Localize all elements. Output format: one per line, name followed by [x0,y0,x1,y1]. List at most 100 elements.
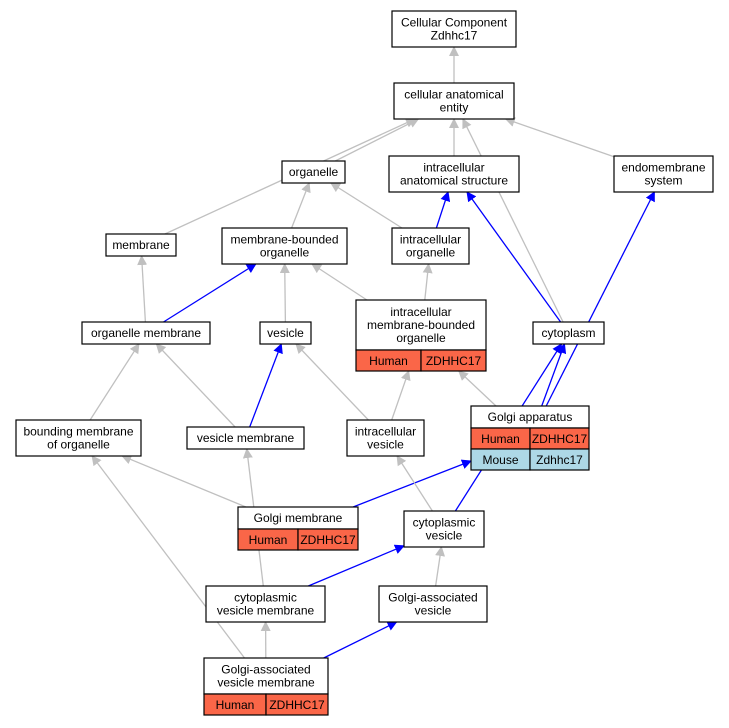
edge-cytoplasm-to-intracellular-anatomical-structure [466,191,562,323]
node-golgi-associated-vesicle-membrane-label-line: Golgi-associated [221,663,310,677]
node-membrane-bounded-organelle-label-line: membrane-bounded [230,233,338,247]
gene-cell [265,693,329,716]
edge-golgi-apparatus-to-cytoplasm [541,343,567,407]
node-golgi-membrane-label-line: Golgi membrane [254,511,343,525]
annotation-human-row: Human ZDHHC17 [355,349,487,372]
edge-intracellular-vesicle-to-intracellular-membrane-bounded-organelle [391,370,411,421]
edge-cytoplasmic-vesicle-membrane-to-cytoplasmic-vesicle [308,544,405,587]
node-bounding-membrane-of-organelle-label-line: bounding membrane [23,425,133,439]
node-bounding-membrane-of-organelle-label-line: of organelle [47,438,110,452]
node-golgi-associated-vesicle-box [378,585,488,623]
node-membrane-label-line: membrane [112,238,170,252]
species-label: Human [369,354,408,368]
edge-vesicle-membrane-to-organelle-membrane [155,343,236,428]
node-cytoplasmic-vesicle-membrane-label-line: vesicle membrane [217,604,315,618]
node-intracellular-organelle-label-line: intracellular [400,233,461,247]
gene-label: ZDHHC17 [532,432,588,446]
node-intracellular-vesicle-label-line: intracellular [355,425,416,439]
edge-cytoplasm-to-cellular-anatomical-entity [462,118,564,323]
node-cytoplasm-label-line: cytoplasm [541,326,595,340]
gene-label: ZDHHC17 [300,533,356,547]
node-cellular-anatomical-entity-box [393,82,515,120]
gene-cell [529,448,590,471]
edge-endomembrane-system-to-cellular-anatomical-entity [504,117,615,158]
edge-cytoplasmic-vesicle-to-intracellular-vesicle [396,455,433,512]
node-organelle-box [281,160,346,184]
edge-golgi-associated-vesicle-to-cytoplasmic-vesicle [434,546,446,587]
node-organelle-membrane-label-line: organelle membrane [91,326,201,340]
node-cytoplasmic-vesicle-membrane-label-line: cytoplasmic [234,591,297,605]
node-intracellular-anatomical-structure-label-line: anatomical structure [400,174,508,188]
node-intracellular-vesicle-label-line: vesicle [367,438,404,452]
species-label: Human [216,698,255,712]
node-intracellular-organelle-label-line: organelle [406,246,456,260]
gene-cell [297,528,359,551]
edge-golgi-associated-vesicle-membrane-to-golgi-associated-vesicle [323,621,398,659]
node-organelle-membrane-box [81,321,211,345]
node-golgi-apparatus-label-line: Golgi apparatus [488,410,573,424]
node-vesicle-box [259,321,312,345]
annotation-human-row: Human ZDHHC17 [470,427,590,450]
edge-membrane-bounded-organelle-to-organelle [290,182,311,229]
edge-golgi-associated-vesicle-membrane-to-bounding-membrane-of-organelle [91,455,246,659]
node-cytoplasm-box [532,321,605,345]
node-membrane-box [105,233,177,257]
species-label: Human [249,533,288,547]
node-vesicle-membrane[interactable]: vesicle membrane [186,426,305,450]
node-golgi-associated-vesicle-membrane-box [203,657,329,695]
node-endomembrane-system-box [613,155,714,193]
annotation-human-row: Human ZDHHC17 [203,693,329,716]
node-intracellular-anatomical-structure-box [388,155,520,193]
edge-intracellular-membrane-bounded-organelle-to-intracellular-organelle [422,263,433,301]
node-intracellular-anatomical-structure-label-line: intracellular [423,161,484,175]
annotation-human-row: Human ZDHHC17 [237,528,359,551]
edge-vesicle-membrane-to-vesicle [249,343,283,428]
gene-cell [420,349,487,372]
node-membrane-bounded-organelle-label-line: organelle [260,246,310,260]
node-cytoplasmic-vesicle-box [403,510,485,548]
node-membrane[interactable]: membrane [105,233,177,257]
node-vesicle-label-line: vesicle [267,326,304,340]
node-cellular-component-box [391,10,517,48]
node-organelle-label-line: organelle [289,165,339,179]
node-organelle[interactable]: organelle [281,160,346,184]
node-intracellular-organelle-box [391,227,470,265]
node-cytoplasm[interactable]: cytoplasm [532,321,605,345]
edge-intracellular-organelle-to-intracellular-anatomical-structure [435,191,451,229]
node-golgi-associated-vesicle-label-line: Golgi-associated [388,591,477,605]
node-intracellular-membrane-bounded-organelle-box [355,299,487,351]
species-label: Mouse [482,453,518,467]
node-vesicle[interactable]: vesicle [259,321,312,345]
node-cellular-component-label-line: Zdhhc17 [431,29,478,43]
gene-label: ZDHHC17 [269,698,325,712]
node-golgi-associated-vesicle-membrane-label-line: vesicle membrane [217,676,315,690]
species-label: Human [481,432,520,446]
node-membrane-bounded-organelle-box [221,227,348,265]
edge-intracellular-membrane-bounded-organelle-to-membrane-bounded-organelle [311,263,368,301]
node-organelle-membrane[interactable]: organelle membrane [81,321,211,345]
gene-label: ZDHHC17 [426,354,482,368]
gene-label: Zdhhc17 [536,453,583,467]
edge-intracellular-organelle-to-organelle [330,182,403,229]
node-intracellular-membrane-bounded-organelle-label-line: intracellular [390,305,451,319]
node-intracellular-membrane-bounded-organelle[interactable]: intracellularmembrane-boundedorganelleHu… [355,299,487,372]
edges-layer [89,46,655,659]
edge-intracellular-vesicle-to-vesicle [295,343,369,421]
node-cytoplasmic-vesicle-membrane-box [205,585,326,623]
